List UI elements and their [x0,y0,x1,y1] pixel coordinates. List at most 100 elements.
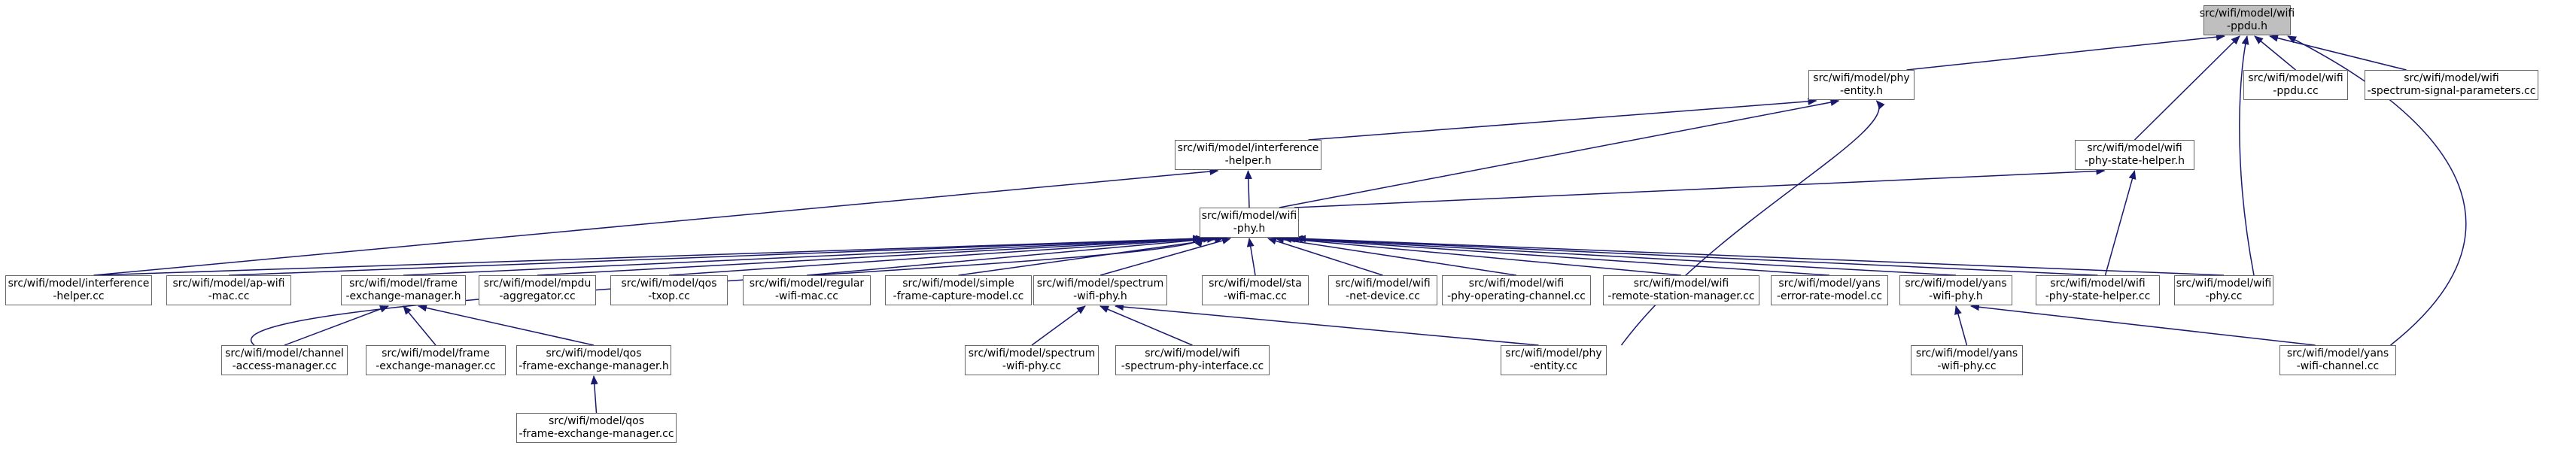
node-yans-wifi-channel-cc[interactable]: src/wifi/model/yans -wifi-channel.cc [2279,345,2396,375]
node-label-line2: -wifi-phy.h [1929,290,1983,302]
include-edge [958,235,1224,276]
node-label-line2: -phy-operating-channel.cc [1447,290,1586,302]
node-label-line2: -frame-exchange-manager.cc [519,428,674,440]
node-label-line2: -txop.cc [648,290,690,302]
include-edge [1970,303,2316,346]
node-phy-entity-cc[interactable]: src/wifi/model/phy -entity.cc [1501,345,1607,375]
node-label-line1: src/wifi/model/wifi [1201,210,1297,222]
include-edge [2287,35,2467,346]
include-edge [1115,303,1539,346]
node-label-line1: src/wifi/model/yans [1778,278,1881,290]
include-edge [1099,237,1231,276]
node-qos-txop-cc[interactable]: src/wifi/model/qos -txop.cc [610,275,728,305]
node-mpdu-aggregator-cc[interactable]: src/wifi/model/mpdu -aggregator.cc [479,275,596,305]
include-edge [1297,235,2225,276]
node-regular-wifi-mac-cc[interactable]: src/wifi/model/regular -wifi-mac.cc [743,275,871,305]
include-edge [1282,235,1682,276]
include-edge [1620,100,1885,346]
node-label-line1: src/wifi/model/interference [8,278,150,290]
node-label-line2: -wifi-mac.cc [774,290,839,302]
node-qos-frame-exchange-manager-h[interactable]: src/wifi/model/qos -frame-exchange-manag… [516,345,671,375]
include-edge [668,235,1212,276]
node-label-line1: src/wifi/model/yans [2286,347,2389,360]
include-edge [1279,99,1840,208]
node-wifi-spectrum-signal-parameters-cc[interactable]: src/wifi/model/wifi -spectrum-signal-par… [2365,70,2538,100]
node-label-line2: -net-device.cc [1346,290,1420,302]
node-label-line2: -aggregator.cc [499,290,576,302]
node-yans-wifi-phy-cc[interactable]: src/wifi/model/yans -wifi-phy.cc [1911,345,2023,375]
node-label-line2: -wifi-phy.h [1073,290,1127,302]
node-label-line2: -phy.h [1233,223,1266,235]
node-label-line1: src/wifi/model/wifi [2176,278,2272,290]
node-simple-frame-capture-model-cc[interactable]: src/wifi/model/simple -frame-capture-mod… [885,275,1032,305]
node-label-line1: src/wifi/model/spectrum [1036,278,1164,290]
node-label-line1: src/wifi/model/frame [349,278,458,290]
include-edge [1308,97,1817,141]
include-edge [2104,170,2137,276]
node-wifi-phy-operating-channel-cc[interactable]: src/wifi/model/wifi -phy-operating-chann… [1442,275,1591,305]
node-label-line2: -frame-exchange-manager.h [519,360,669,372]
include-edge [1099,305,1193,346]
node-label-line2: -helper.h [1224,155,1272,167]
include-edge [1906,33,2225,71]
node-label-line1: src/wifi/model/phy [1505,347,1602,360]
include-edge [1275,235,1517,276]
node-wifi-ppdu-cc[interactable]: src/wifi/model/wifi -ppdu.cc [2243,70,2348,100]
node-label-line1: src/wifi/model/wifi [1468,278,1565,290]
node-label-line1: src/wifi/model/yans [1905,278,2007,290]
node-label-line2: -entity.cc [1529,360,1578,372]
node-wifi-ppdu-h: src/wifi/model/wifi -ppdu.h [2200,5,2295,35]
node-wifi-spectrum-phy-interface-cc[interactable]: src/wifi/model/wifi -spectrum-phy-interf… [1115,345,1270,375]
node-label-line2: -error-rate-model.cc [1776,290,1883,302]
node-yans-error-rate-model-cc[interactable]: src/wifi/model/yans -error-rate-model.cc [1771,275,1888,305]
include-edge [2133,35,2240,141]
include-edge [1244,170,1252,208]
include-edge [1267,237,1383,276]
node-label-line2: -wifi-mac.cc [1223,290,1288,302]
node-spectrum-wifi-phy-cc[interactable]: src/wifi/model/spectrum -wifi-phy.cc [965,345,1099,375]
node-interference-helper-h[interactable]: src/wifi/model/interference -helper.h [1175,140,1321,170]
node-label-line2: -ppdu.h [2227,20,2267,32]
node-label-line2: -exchange-manager.cc [376,360,496,372]
node-interference-helper-cc[interactable]: src/wifi/model/interference -helper.cc [5,275,152,305]
node-yans-wifi-phy-h[interactable]: src/wifi/model/yans -wifi-phy.h [1899,275,2012,305]
include-edge [1954,305,1968,346]
include-edge [1294,235,2098,276]
node-label-line1: src/wifi/model/channel [225,347,344,360]
node-wifi-phy-cc[interactable]: src/wifi/model/wifi -phy.cc [2174,275,2273,305]
include-edge [2239,35,2255,276]
node-label-line2: -phy-state-helper.cc [2045,290,2151,302]
node-wifi-phy-state-helper-cc[interactable]: src/wifi/model/wifi -phy-state-helper.cc [2036,275,2160,305]
include-edge [228,235,1202,276]
node-channel-access-manager-cc[interactable]: src/wifi/model/channel -access-manager.c… [221,345,348,375]
node-label-line1: src/wifi/model/spectrum [968,347,1096,360]
node-wifi-net-device-cc[interactable]: src/wifi/model/wifi -net-device.cc [1328,275,1437,305]
node-wifi-phy-h[interactable]: src/wifi/model/wifi -phy.h [1200,208,1299,238]
node-label-line1: src/wifi/model/wifi [2199,8,2295,20]
node-label-line1: src/wifi/model/wifi [1335,278,1431,290]
node-label-line1: src/wifi/model/wifi [1633,278,1729,290]
node-wifi-remote-station-manager-cc[interactable]: src/wifi/model/wifi -remote-station-mana… [1603,275,1759,305]
node-frame-exchange-manager-h[interactable]: src/wifi/model/frame -exchange-manager.h [341,275,466,305]
node-wifi-phy-state-helper-h[interactable]: src/wifi/model/wifi -phy-state-helper.h [2075,140,2194,170]
include-edge [1286,235,1830,276]
include-edge [537,235,1209,276]
node-label-line1: src/wifi/model/wifi [2404,72,2499,84]
include-edge [403,305,436,346]
node-qos-frame-exchange-manager-cc[interactable]: src/wifi/model/qos -frame-exchange-manag… [516,413,677,443]
node-label-line1: src/wifi/model/qos [546,347,642,360]
include-edge [1246,238,1256,276]
include-edge [93,235,1202,276]
node-sta-wifi-mac-cc[interactable]: src/wifi/model/sta -wifi-mac.cc [1202,275,1309,305]
node-label-line2: -exchange-manager.h [345,290,461,302]
node-ap-wifi-mac-cc[interactable]: src/wifi/model/ap-wifi -mac.cc [166,275,291,305]
node-frame-exchange-manager-cc[interactable]: src/wifi/model/frame -exchange-manager.c… [366,345,506,375]
node-label-line2: -helper.cc [53,290,105,302]
node-phy-entity-h[interactable]: src/wifi/model/phy -entity.h [1808,70,1915,100]
node-spectrum-wifi-phy-h[interactable]: src/wifi/model/spectrum -wifi-phy.h [1033,275,1167,305]
node-label-line2: -phy-state-helper.h [2084,155,2185,167]
node-label-line2: -mac.cc [208,290,250,302]
include-edge [93,168,1219,276]
